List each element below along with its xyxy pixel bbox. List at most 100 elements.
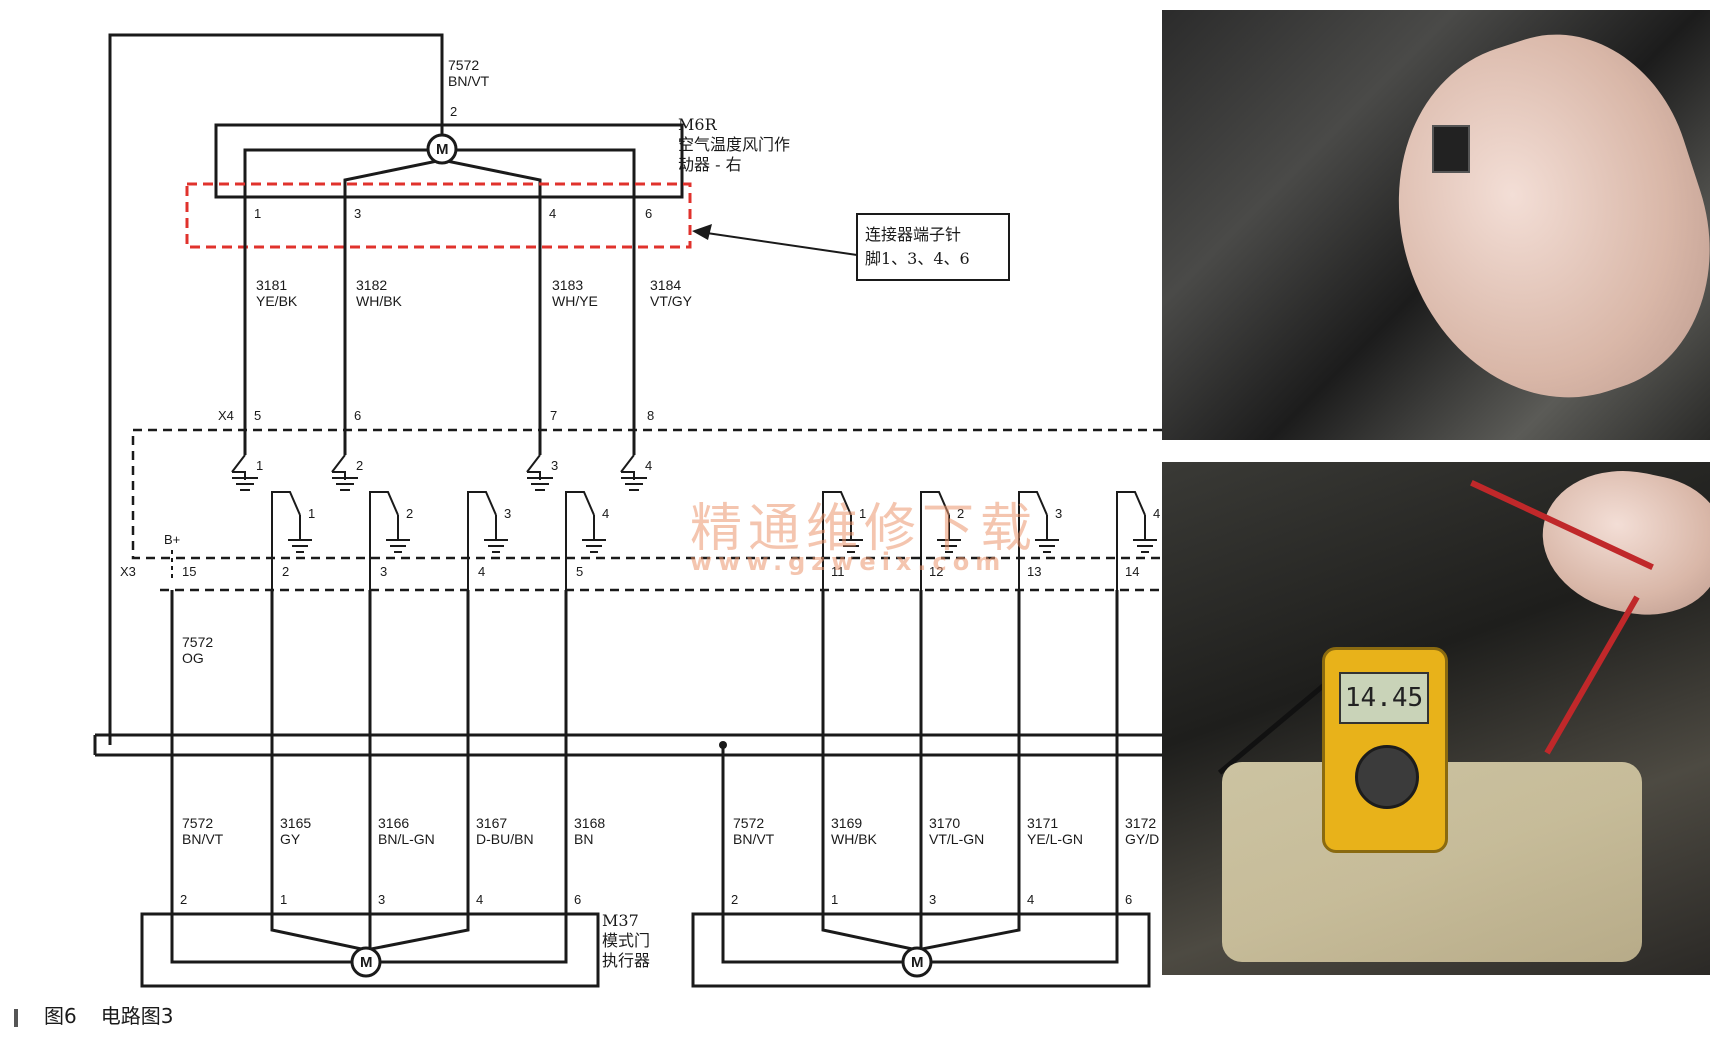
- svg-text:BN/VT: BN/VT: [182, 831, 224, 847]
- svg-text:WH/YE: WH/YE: [552, 293, 598, 309]
- left-actuator-id: M37: [602, 911, 639, 930]
- svg-text:1: 1: [859, 506, 866, 521]
- svg-text:YE/L-GN: YE/L-GN: [1027, 831, 1083, 847]
- callout-arrow-line: [699, 231, 858, 256]
- svg-text:6: 6: [354, 408, 361, 423]
- svg-text:6: 6: [645, 206, 652, 221]
- svg-text:WH/BK: WH/BK: [831, 831, 878, 847]
- meter-dial-icon: [1355, 745, 1419, 809]
- x4-label: X4: [218, 408, 234, 423]
- svg-text:BN: BN: [574, 831, 593, 847]
- multimeter-photo: 14.45: [1162, 462, 1710, 975]
- caption-figure-number: 图6: [44, 1004, 77, 1028]
- top-actuator-id: M6R: [678, 115, 718, 134]
- svg-text:3: 3: [380, 564, 387, 579]
- svg-text:OG: OG: [182, 650, 204, 666]
- svg-text:3169: 3169: [831, 815, 862, 831]
- svg-text:11: 11: [831, 564, 845, 579]
- svg-text:3182: 3182: [356, 277, 387, 293]
- svg-text:4: 4: [476, 892, 483, 907]
- svg-text:12: 12: [929, 564, 943, 579]
- callout-line-2: 脚1、3、4、6: [865, 249, 970, 268]
- hand-probe-image: [1529, 462, 1710, 630]
- svg-text:4: 4: [1153, 506, 1160, 521]
- svg-text:1: 1: [280, 892, 287, 907]
- svg-text:GY/D: GY/D: [1125, 831, 1159, 847]
- svg-text:3: 3: [378, 892, 385, 907]
- svg-text:4: 4: [602, 506, 609, 521]
- svg-text:15: 15: [182, 564, 196, 579]
- hand-image: [1353, 10, 1710, 438]
- bus-line-bottom: [93, 735, 1162, 757]
- multimeter-image: 14.45: [1322, 647, 1448, 853]
- lower-switches: [271, 491, 1146, 590]
- svg-text:14: 14: [1125, 564, 1139, 579]
- top-wire-lines: [243, 197, 636, 455]
- watermark-url: www.gzweix.com: [690, 548, 1007, 576]
- callout-arrow-head: [692, 224, 712, 240]
- svg-text:3168: 3168: [574, 815, 605, 831]
- figure-caption: 图6 电路图3: [14, 1000, 173, 1029]
- svg-text:VT/GY: VT/GY: [650, 293, 693, 309]
- left-actuator-internal: [170, 914, 568, 964]
- svg-text:4: 4: [549, 206, 556, 221]
- svg-text:3: 3: [504, 506, 511, 521]
- svg-text:8: 8: [647, 408, 654, 423]
- caption-bar: [14, 1008, 18, 1027]
- feed-wire-num: 7572: [448, 57, 479, 73]
- x3-label: X3: [120, 564, 136, 579]
- svg-text:M: M: [436, 141, 449, 158]
- feed-pin: 2: [450, 104, 457, 119]
- svg-text:1: 1: [831, 892, 838, 907]
- meter-display: 14.45: [1339, 672, 1429, 724]
- svg-text:D-BU/BN: D-BU/BN: [476, 831, 534, 847]
- svg-text:3166: 3166: [378, 815, 409, 831]
- feed-loop-wire: [108, 33, 444, 745]
- callout-box: [856, 213, 1010, 281]
- top-motor-icon: [426, 133, 458, 165]
- probe-lead-black: [1217, 674, 1337, 775]
- svg-text:WH/BK: WH/BK: [356, 293, 403, 309]
- svg-text:1: 1: [308, 506, 315, 521]
- svg-text:3183: 3183: [552, 277, 583, 293]
- svg-text:4: 4: [478, 564, 485, 579]
- left-motor-icon: [350, 946, 382, 978]
- svg-text:BN/VT: BN/VT: [733, 831, 775, 847]
- svg-text:3167: 3167: [476, 815, 507, 831]
- svg-text:2: 2: [731, 892, 738, 907]
- svg-text:M: M: [911, 954, 924, 971]
- svg-text:VT/L-GN: VT/L-GN: [929, 831, 984, 847]
- watermark-text: 精通维修下载: [690, 499, 1039, 559]
- left-actuator-name-1: 模式门: [602, 931, 650, 950]
- svg-text:13: 13: [1027, 564, 1041, 579]
- svg-text:3: 3: [929, 892, 936, 907]
- svg-text:3165: 3165: [280, 815, 311, 831]
- svg-text:3184: 3184: [650, 277, 681, 293]
- probe-lead-red-2: [1544, 595, 1640, 755]
- feed-wire-color: BN/VT: [448, 73, 490, 89]
- svg-text:4: 4: [645, 458, 652, 473]
- svg-text:3170: 3170: [929, 815, 960, 831]
- svg-text:6: 6: [1125, 892, 1132, 907]
- lower-grounds: [288, 539, 1157, 553]
- top-actuator-name-2: 动器 - 右: [678, 155, 742, 174]
- svg-text:3181: 3181: [256, 277, 287, 293]
- top-actuator-name-1: 空气温度风门作: [678, 135, 790, 154]
- svg-text:7572: 7572: [733, 815, 764, 831]
- bplus-label: B+: [164, 532, 180, 547]
- svg-text:3171: 3171: [1027, 815, 1058, 831]
- svg-text:YE/BK: YE/BK: [256, 293, 298, 309]
- svg-text:2: 2: [282, 564, 289, 579]
- right-actuator-internal: [721, 914, 1119, 964]
- svg-text:1: 1: [254, 206, 261, 221]
- svg-text:7572: 7572: [182, 634, 213, 650]
- svg-text:2: 2: [356, 458, 363, 473]
- svg-text:BN/L-GN: BN/L-GN: [378, 831, 435, 847]
- connector-photo: [1162, 10, 1710, 440]
- upper-grounds: [232, 477, 647, 491]
- svg-text:7572: 7572: [182, 815, 213, 831]
- svg-text:GY: GY: [280, 831, 301, 847]
- caption-title: 电路图3: [100, 1004, 174, 1028]
- connector-image: [1432, 125, 1470, 173]
